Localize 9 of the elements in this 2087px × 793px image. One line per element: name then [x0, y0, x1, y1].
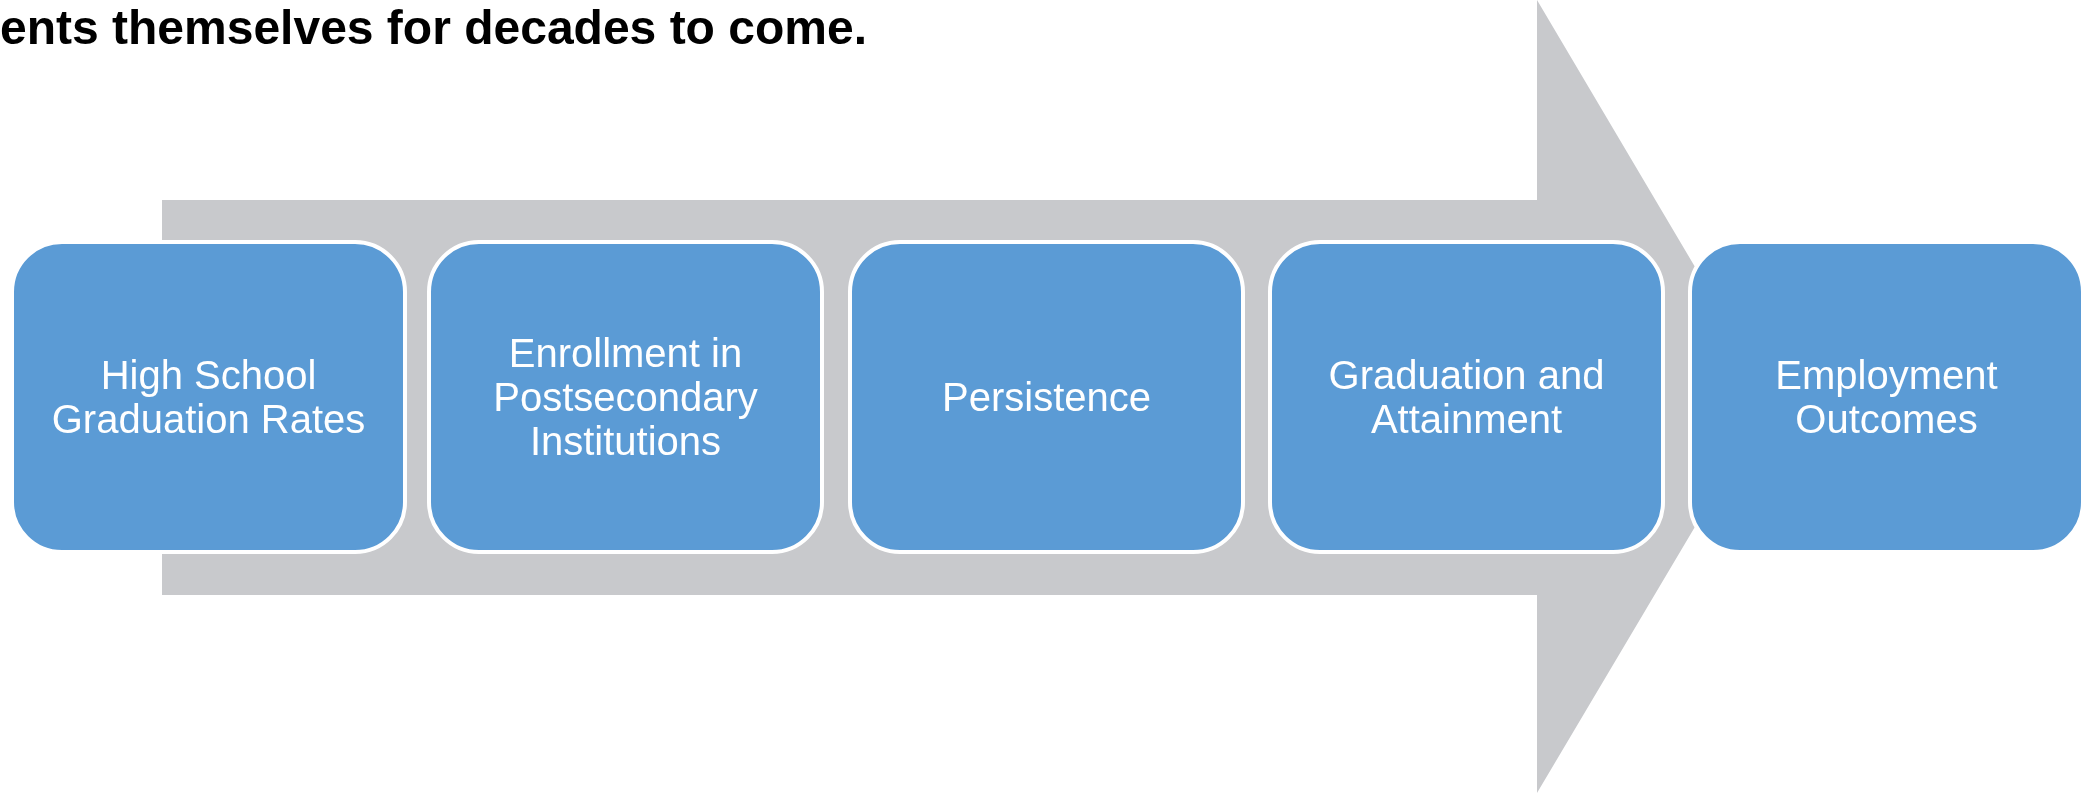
step-label: High School Graduation Rates — [50, 353, 367, 441]
step-label: Enrollment in Postsecondary Institutions — [492, 331, 759, 463]
heading-text: ents themselves for decades to come. — [0, 0, 867, 56]
step-label: Employment Outcomes — [1774, 353, 1999, 441]
step-label: Persistence — [942, 375, 1151, 419]
step-box — [848, 240, 1245, 554]
step-label: Graduation and Attainment — [1327, 353, 1606, 441]
step-box — [427, 240, 824, 554]
step-box — [1268, 240, 1665, 554]
